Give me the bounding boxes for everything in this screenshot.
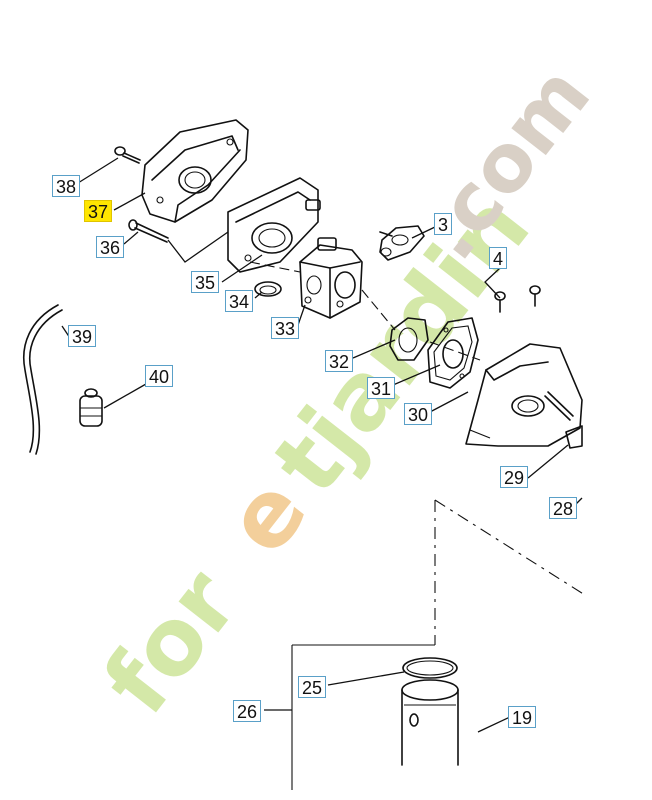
callout-36: 36	[96, 236, 125, 258]
part-26-piston-drawing	[401, 679, 459, 766]
callout-19: 19	[508, 706, 537, 728]
part-4-screws-drawing	[494, 285, 541, 313]
callout-38: 38	[52, 175, 81, 197]
callout-29: 29	[500, 466, 529, 488]
assembly-lines	[249, 261, 586, 790]
callout-3: 3	[434, 213, 453, 235]
watermark: for e tjardin .com	[83, 49, 608, 733]
part-32-gasket-drawing	[389, 317, 429, 361]
callout-4: 4	[489, 247, 508, 269]
part-3-bracket-drawing	[379, 225, 425, 261]
callout-28: 28	[549, 497, 578, 519]
callout-33: 33	[271, 317, 300, 339]
callout-34: 34	[225, 290, 254, 312]
callout-30: 30	[404, 403, 433, 425]
part-34-ring-drawing	[254, 281, 282, 297]
leader-lines	[61, 157, 583, 733]
callout-25: 25	[298, 676, 327, 698]
part-29-drawing	[565, 425, 583, 449]
callout-26: 26	[233, 700, 262, 722]
callout-39: 39	[68, 325, 97, 347]
callout-37: 37	[84, 200, 113, 222]
part-35-filter-plate-drawing	[227, 177, 321, 273]
callout-31: 31	[367, 377, 396, 399]
part-30-intake-drawing	[465, 343, 583, 447]
part-39-fuel-hose-drawing	[23, 304, 63, 455]
part-36-long-screw-drawing	[128, 219, 169, 243]
callout-32: 32	[325, 350, 354, 372]
part-33-carburetor-drawing	[299, 237, 363, 319]
part-38-screw-drawing	[114, 146, 141, 164]
callout-40: 40	[145, 365, 174, 387]
part-25-piston-ring-drawing	[402, 657, 458, 679]
callout-35: 35	[191, 271, 220, 293]
part-40-fuel-filter-drawing	[79, 388, 103, 427]
part-37-air-filter-cover-drawing	[141, 119, 249, 223]
